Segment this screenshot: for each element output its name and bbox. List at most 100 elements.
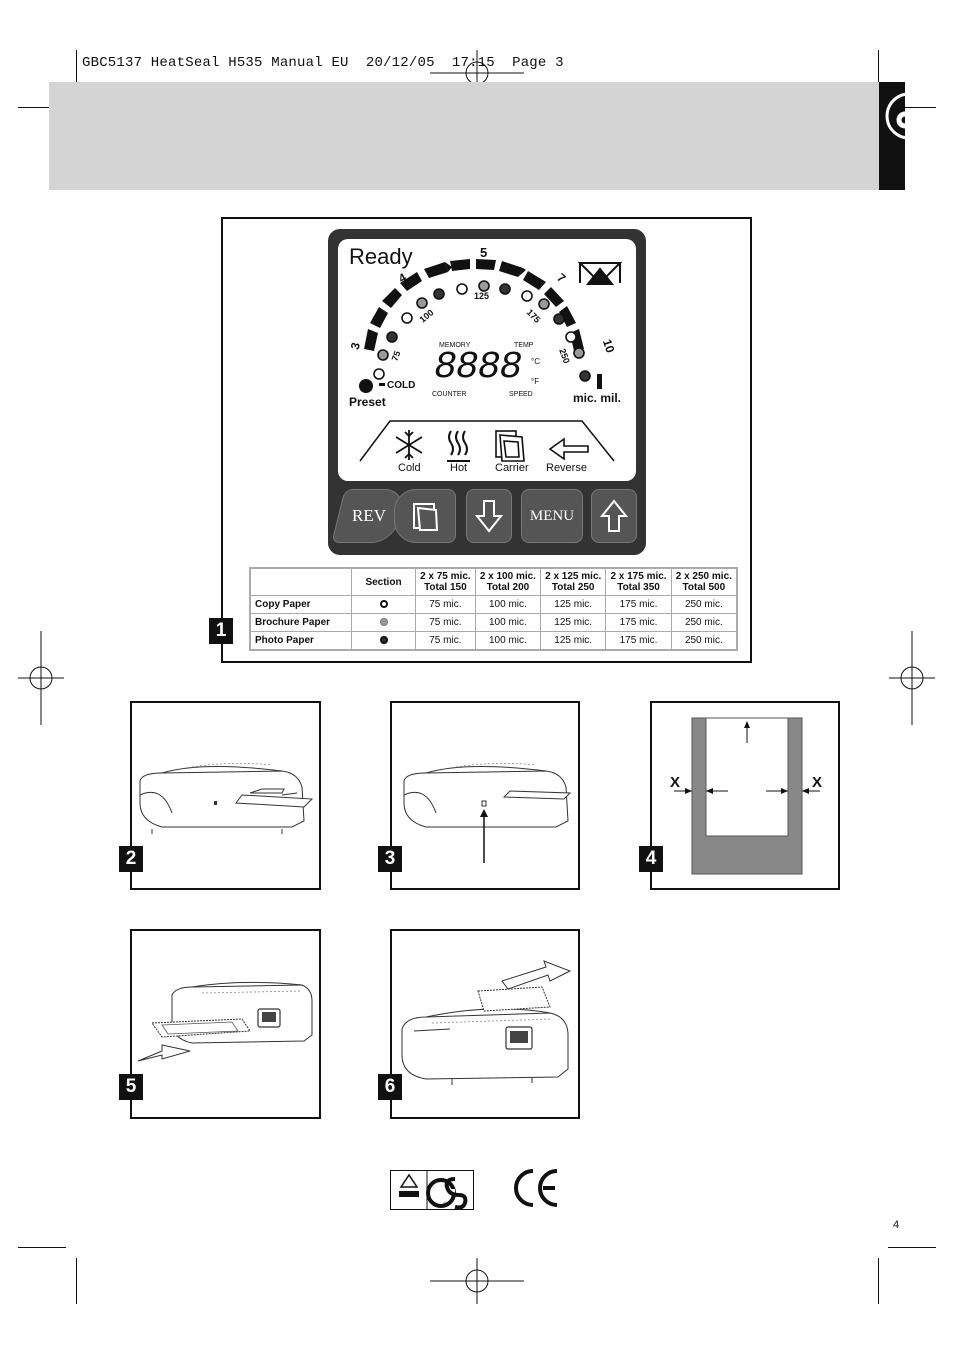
thickness-cell: 100 mic.: [474, 631, 542, 651]
seven-segment-readout: 8888: [434, 346, 522, 389]
status-frame: [359, 420, 615, 462]
figure-5-frame: [130, 929, 321, 1119]
margin-x-right: X: [812, 774, 823, 791]
header-line-2: Total 200: [486, 582, 530, 593]
tuv-gs-logo: GS: [390, 1170, 474, 1210]
hourglass-icon: [577, 262, 623, 285]
figure-3-number: 3: [378, 846, 402, 872]
table-header-cell: 2 x 75 mic.Total 150: [415, 567, 476, 596]
section-dot-icon: [379, 636, 388, 645]
thickness-cell: 175 mic.: [605, 613, 672, 632]
figure-4-number: 4: [639, 846, 663, 872]
thickness-cell: 75 mic.: [415, 631, 476, 651]
down-button[interactable]: [466, 489, 512, 543]
header-line-2: Total 250: [551, 582, 595, 593]
reverse-caption: Reverse: [546, 462, 587, 474]
carrier-button[interactable]: [394, 489, 456, 543]
registration-mark-bottom: [430, 1258, 524, 1304]
section-indicators: [373, 280, 591, 382]
doc-code: GBC5137 HeatSeal H535 Manual EU: [82, 55, 349, 71]
scale-number-5: 5: [480, 245, 488, 260]
registration-mark-left: [18, 631, 64, 725]
cold-caption: Cold: [398, 462, 421, 474]
header-line-1: Section: [365, 576, 402, 588]
thickness-cell: 125 mic.: [540, 631, 607, 651]
thickness-cell: 125 mic.: [540, 613, 607, 632]
celsius-label: °C: [531, 357, 540, 366]
figure-1-number: 1: [209, 618, 233, 644]
table-header-cell: 2 x 125 mic.Total 250: [540, 567, 607, 596]
crop-mark: [888, 107, 936, 108]
thickness-cell: 175 mic.: [605, 595, 672, 614]
arrow-up-icon: [600, 499, 628, 532]
figure-6-frame: [390, 929, 580, 1119]
cold-label: COLD: [387, 380, 416, 391]
thickness-cell: 125 mic.: [540, 595, 607, 614]
figure-6-number: 6: [378, 1074, 402, 1100]
crop-mark: [878, 1258, 879, 1304]
table-header-cell: 2 x 100 mic.Total 200: [474, 567, 542, 596]
hot-caption: Hot: [450, 462, 468, 474]
header-line-2: Total 500: [682, 582, 726, 593]
page-label: Page 3: [512, 55, 564, 71]
menu-button[interactable]: MENU: [521, 489, 583, 543]
table-header-cell: 2 x 175 mic.Total 350: [605, 567, 672, 596]
header-line-2: Total 150: [424, 582, 467, 593]
header-line-1: 2 x 250 mic.: [675, 571, 732, 582]
section-dot-icon: [379, 600, 388, 609]
paper-type-label: Brochure Paper: [249, 613, 352, 632]
lcd-graphics: [359, 259, 623, 462]
pouch-exit-illustration: [401, 960, 572, 1085]
figure-2-number: 2: [119, 846, 143, 872]
carrier-caption: Carrier: [495, 462, 529, 474]
pouch-margin-diagram: [674, 717, 820, 875]
counter-label: COUNTER: [432, 391, 467, 398]
header-band: [49, 82, 879, 190]
fahrenheit-label: °F: [531, 377, 540, 386]
crop-mark: [76, 50, 77, 96]
crop-mark: [76, 1258, 77, 1304]
units-label: mic. mil.: [573, 391, 622, 405]
figure-3-frame: [390, 701, 580, 890]
thickness-cell: 250 mic.: [670, 631, 738, 651]
thickness-cell: 250 mic.: [670, 595, 738, 614]
ready-label: Ready: [349, 244, 413, 269]
header-line-1: 2 x 175 mic.: [610, 571, 667, 582]
section-cell: [351, 631, 416, 651]
language-tab-icon: [885, 92, 905, 140]
rev-button-label: REV: [352, 506, 386, 525]
registration-mark-right: [889, 631, 935, 725]
gs-mark-text: GS: [443, 1201, 448, 1205]
pouch-feed-illustration: [137, 981, 313, 1062]
table-header-cell: 2 x 250 mic.Total 500: [670, 567, 738, 596]
figure-5-number: 5: [119, 1074, 143, 1100]
thickness-cell: 75 mic.: [415, 613, 476, 632]
table-header-cell: Section: [351, 567, 416, 596]
print-header: GBC5137 HeatSeal H535 Manual EU 20/12/05…: [82, 55, 564, 71]
table-header-blank: [249, 567, 352, 596]
paper-type-label: Photo Paper: [249, 631, 352, 651]
ce-mark: CE: [513, 1168, 561, 1208]
up-button[interactable]: [591, 489, 637, 543]
carrier-icon: [413, 503, 439, 531]
figure-4-frame: X X: [650, 701, 840, 890]
section-cell: [351, 595, 416, 614]
control-panel: Ready 3 4 5 7 10 75 100 125 175 250 MEMO…: [328, 229, 646, 555]
menu-button-label: MENU: [529, 507, 575, 524]
carrier-icon: [495, 430, 525, 462]
section-cell: [351, 613, 416, 632]
header-line-1: 2 x 100 mic.: [479, 571, 536, 582]
crop-mark: [18, 1247, 66, 1248]
snowflake-icon: [395, 430, 423, 460]
gs-mark-icon: [391, 1171, 468, 1210]
section-dot-icon: [379, 618, 388, 627]
reverse-arrow-icon: [548, 437, 589, 461]
language-tab: [879, 82, 905, 190]
crop-mark: [888, 1247, 936, 1248]
